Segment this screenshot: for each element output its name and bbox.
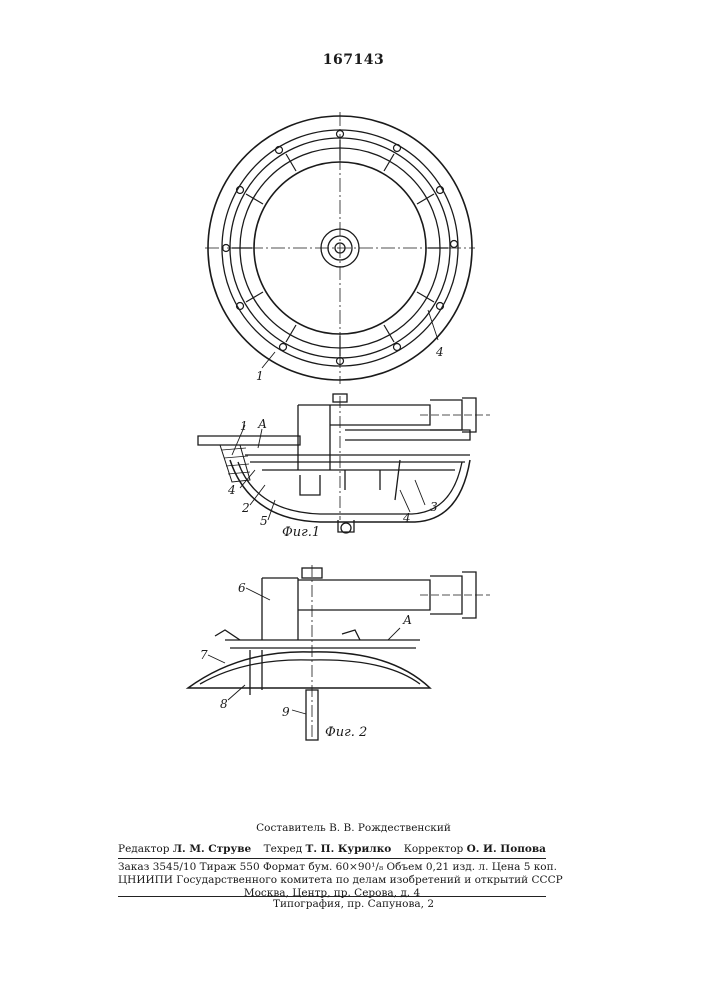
fig1-caption: Фиг.1 <box>282 525 320 540</box>
fig1-label-5: 5 <box>260 514 268 528</box>
top-view-drawing <box>205 112 475 384</box>
fig1-label-4b: 4 <box>402 511 411 525</box>
compiler-line: Составитель В. В. Рождественский <box>0 822 707 834</box>
editor: Редактор Л. М. Струве <box>118 843 251 855</box>
fig2-section-drawing <box>188 565 490 740</box>
institute-line: ЦНИИПИ Государственного комитета по дела… <box>118 874 546 887</box>
divider-top <box>118 858 546 859</box>
divider-bottom <box>118 896 546 897</box>
fig2-label-7: 7 <box>200 648 208 662</box>
fig2-label-6: 6 <box>238 581 246 595</box>
fig2-caption: Фиг. 2 <box>325 725 367 740</box>
fig1-label-2: 2 <box>241 501 250 515</box>
corrector: Корректор О. И. Попова <box>404 843 546 855</box>
fig1-label-3: 3 <box>430 500 438 514</box>
order-line: Заказ 3545/10 Тираж 550 Формат бум. 60×9… <box>118 861 546 874</box>
fig2-label-A: А <box>402 613 412 627</box>
editors-row: Редактор Л. М. Струве Техред Т. П. Курил… <box>118 843 546 855</box>
fig1-label-1: 1 <box>240 419 248 433</box>
topview-label-4: 4 <box>435 345 444 359</box>
topview-label-1: 1 <box>256 369 264 383</box>
techred: Техред Т. П. Курилко <box>264 843 392 855</box>
fig2-label-8: 8 <box>220 697 228 711</box>
printer-line: Типография, пр. Сапунова, 2 <box>0 898 707 910</box>
fig1-label-A: А <box>257 417 267 431</box>
imprint-block: Заказ 3545/10 Тираж 550 Формат бум. 60×9… <box>118 861 546 900</box>
fig1-label-4a: 4 <box>227 483 236 497</box>
technical-drawing: 1 4 1 А 4 2 5 3 4 Фиг.1 6 7 8 9 А Фиг. 2 <box>0 0 707 800</box>
fig2-label-9: 9 <box>282 705 290 719</box>
